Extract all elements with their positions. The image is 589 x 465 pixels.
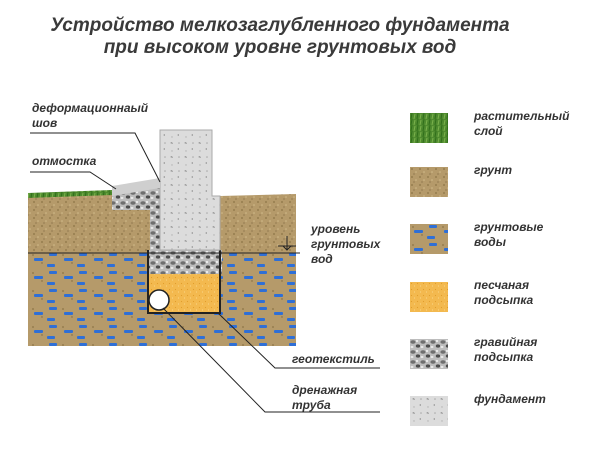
gravel-swatch-icon [410,339,448,369]
leader-geotextile [217,312,380,369]
gravel-bedding [148,250,222,274]
label-geotextile: геотекстиль [292,352,375,366]
leader-otmostka [30,171,117,190]
soil-layer-upper-right [220,194,296,253]
legend-label: фундамент [474,392,546,406]
label-drain-pipe: дренажная труба [292,383,358,412]
otmostka-slab [112,178,160,196]
diagram-title-line1: Устройство мелкозаглубленного фундамента [50,15,510,36]
grass-swatch-icon [410,113,448,143]
geotextile-outline [147,250,221,314]
legend-label: песчаная подсыпка [474,278,534,307]
drain-pipe [148,289,170,311]
otmostka-gravel [112,182,160,250]
label-water-level: уровень грунтовых вод [311,222,381,266]
label-otmostka: отмостка [32,154,97,168]
groundwater-swatch-icon [410,224,448,254]
groundwater-layer [28,253,296,346]
legend-label: гравийная подсыпка [474,335,538,364]
concrete-swatch-icon [410,396,448,426]
water-level-arrow [282,236,292,251]
legend-label: грунтовые воды [474,220,544,249]
legend-label: растительный слой [474,109,570,138]
soil-layer-upper [28,195,150,253]
sand-swatch-icon [410,282,448,312]
leader-drain-pipe [162,307,380,413]
foundation-block [159,129,221,251]
diagram-title-line2: при высоком уровне грунтовых вод [103,37,457,58]
legend-label: грунт [474,163,513,177]
leader-deform-joint [30,132,161,183]
soil-swatch-icon [410,167,448,197]
label-deform-joint: деформационнаый шов [32,101,149,130]
